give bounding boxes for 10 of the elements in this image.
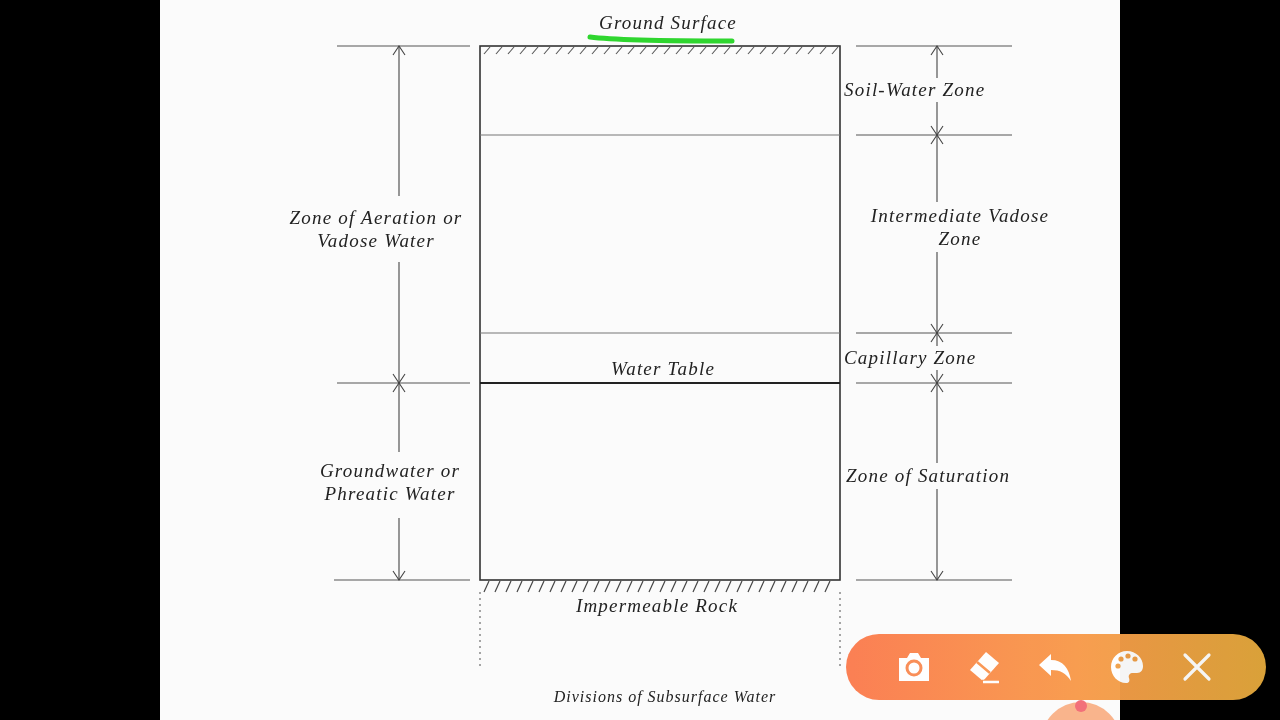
zone-label: Intermediate Vadose Zone bbox=[869, 204, 1051, 250]
zone-label: Capillary Zone bbox=[844, 346, 977, 369]
surface-label: Ground Surface bbox=[599, 11, 737, 34]
rock-label: Impermeable Rock bbox=[575, 594, 739, 617]
caption: Divisions of Subsurface Water bbox=[553, 687, 777, 708]
zone-label: Groundwater or Phreatic Water bbox=[318, 459, 462, 505]
water-table-label: Water Table bbox=[610, 357, 716, 380]
zone-label: Soil-Water Zone bbox=[844, 78, 986, 101]
zone-label: Zone of Saturation bbox=[846, 464, 1011, 487]
zone-label: Zone of Aeration or Vadose Water bbox=[288, 206, 464, 252]
